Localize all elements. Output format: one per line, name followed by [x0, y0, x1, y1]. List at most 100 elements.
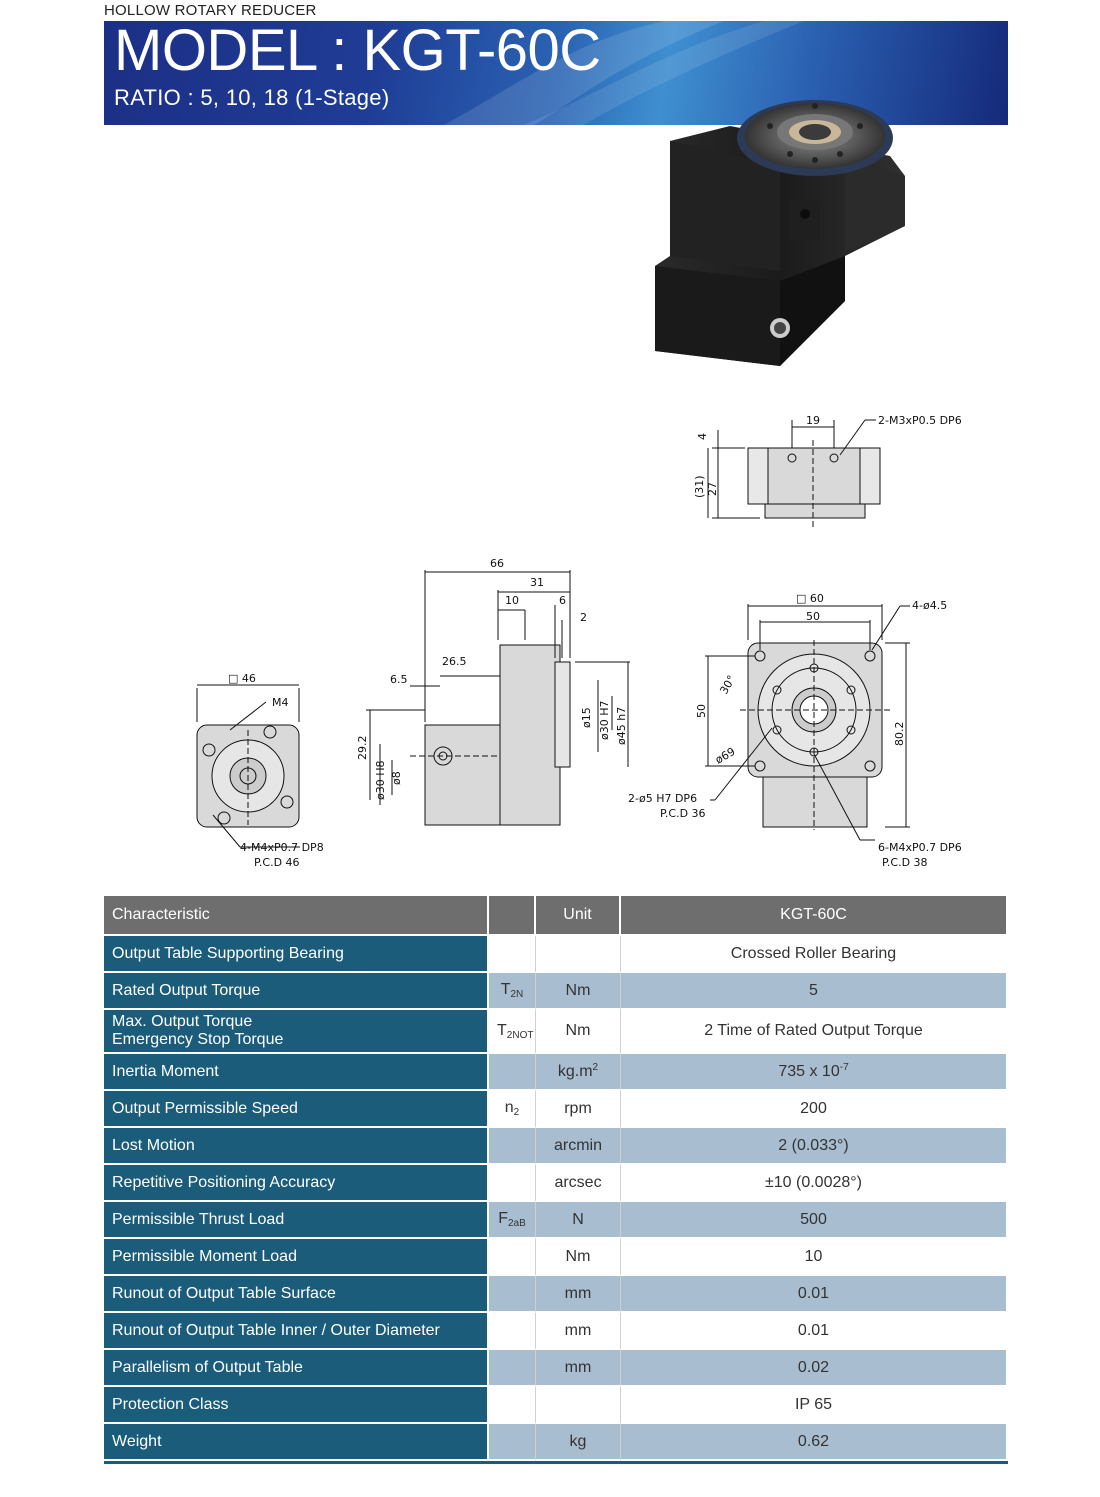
row-unit: kg.m2: [536, 1054, 621, 1091]
dim-taps-pcd: P.C.D 38: [882, 856, 928, 869]
row-symbol: F2aB: [489, 1202, 536, 1239]
row-unit: Nm: [536, 973, 621, 1010]
unit-text: Nm: [565, 1247, 591, 1265]
row-characteristic-line: Weight: [112, 1432, 162, 1450]
unit-text: arcmin: [553, 1136, 602, 1154]
row-symbol: [489, 1350, 536, 1387]
dim-h80-2: 80.2: [893, 722, 906, 747]
dim-31: (31): [693, 475, 706, 498]
value-text: ±10 (0.0028°): [764, 1173, 862, 1191]
row-characteristic-line: Protection Class: [112, 1395, 229, 1413]
table-row: Runout of Output Table Inner / Outer Dia…: [104, 1313, 1008, 1350]
dim-angle-30: 30°: [717, 673, 738, 696]
row-characteristic-line: Runout of Output Table Inner / Outer Dia…: [112, 1321, 440, 1339]
row-unit: mm: [536, 1350, 621, 1387]
value-text: 735 x 10: [778, 1063, 840, 1080]
unit-text: Nm: [565, 1022, 591, 1039]
dim-d45h7: ø45 h7: [615, 707, 628, 745]
value-text: 0.62: [797, 1432, 830, 1450]
dim-2: 2: [580, 611, 587, 624]
row-symbol: [489, 1313, 536, 1350]
row-characteristic-line: Permissible Thrust Load: [112, 1210, 285, 1228]
row-value: 200: [621, 1091, 1008, 1128]
symbol-subscript: 2NOT: [506, 1029, 534, 1041]
row-characteristic: Protection Class: [104, 1387, 489, 1424]
row-symbol: [489, 1276, 536, 1313]
row-value: ±10 (0.0028°): [621, 1165, 1008, 1202]
value-text: 200: [800, 1099, 827, 1117]
row-characteristic: Runout of Output Table Inner / Outer Dia…: [104, 1313, 489, 1350]
row-unit: arcsec: [536, 1165, 621, 1202]
unit-text: kg: [569, 1432, 587, 1450]
row-characteristic: Rated Output Torque: [104, 973, 489, 1010]
row-unit: mm: [536, 1313, 621, 1350]
symbol-text: n: [504, 1099, 514, 1116]
value-text: 0.01: [797, 1321, 830, 1339]
row-symbol: [489, 1424, 536, 1461]
row-characteristic-line: Repetitive Positioning Accuracy: [112, 1173, 336, 1191]
dim-w50: 50: [806, 610, 820, 623]
row-symbol: [489, 1054, 536, 1091]
unit-text: Nm: [565, 981, 591, 999]
row-characteristic-line: Permissible Moment Load: [112, 1247, 297, 1265]
row-value: 0.01: [621, 1276, 1008, 1313]
banner-decoration: [444, 21, 804, 125]
dim-29-2: 29.2: [356, 736, 369, 761]
row-value: 2 (0.033°): [621, 1128, 1008, 1165]
symbol-text: T: [497, 1021, 507, 1039]
dim-d15: ø15: [580, 707, 593, 728]
dim-10: 10: [505, 594, 519, 607]
row-symbol: [489, 1128, 536, 1165]
model-banner: MODEL : KGT-60C RATIO : 5, 10, 18 (1-Sta…: [104, 21, 1008, 125]
value-text: 0.01: [797, 1284, 830, 1302]
row-unit: Nm: [536, 1239, 621, 1276]
technical-drawings: 19 2-M3xP0.5 DP6 4 27 (31) □ 46 M4 4-M4x…: [196, 414, 962, 869]
row-unit: [536, 936, 621, 973]
dim-square-60: □ 60: [796, 592, 824, 605]
row-symbol: [489, 1165, 536, 1202]
value-text: 2 Time of Rated Output Torque: [704, 1022, 923, 1039]
row-symbol: [489, 936, 536, 973]
dim-26-5: 26.5: [442, 655, 467, 668]
model-title: MODEL : KGT-60C: [114, 21, 601, 83]
dim-31: 31: [530, 576, 544, 589]
dim-4: 4: [696, 433, 709, 440]
value-text: 500: [800, 1210, 827, 1228]
top-side-view: [707, 419, 881, 530]
ratio-line: RATIO : 5, 10, 18 (1-Stage): [114, 85, 390, 110]
dim-holes-4-5: 4-ø4.5: [912, 599, 947, 612]
product-photo: [655, 100, 905, 366]
row-characteristic: Inertia Moment: [104, 1054, 489, 1091]
table-bottom-rule: [104, 1461, 1008, 1464]
symbol-subscript: 2: [513, 1107, 520, 1118]
table-row: Lost Motion arcmin 2 (0.033°): [104, 1128, 1008, 1165]
row-characteristic-line: Output Table Supporting Bearing: [112, 944, 344, 962]
dim-square-46: □ 46: [228, 672, 256, 685]
row-characteristic-line2: Emergency Stop Torque: [112, 1031, 284, 1048]
header-model: KGT-60C: [621, 896, 1008, 936]
row-unit: rpm: [536, 1091, 621, 1128]
row-value: Crossed Roller Bearing: [621, 936, 1008, 973]
dim-taps: 6-M4xP0.7 DP6: [878, 841, 962, 854]
dim-pins-pcd: P.C.D 36: [660, 807, 706, 820]
unit-text: kg.m: [557, 1063, 593, 1080]
dim-thread: 2-M3xP0.5 DP6: [878, 414, 962, 427]
dim-pcd-46: P.C.D 46: [254, 856, 300, 869]
unit-text: arcsec: [554, 1173, 602, 1191]
row-characteristic: Lost Motion: [104, 1128, 489, 1165]
product-category: HOLLOW ROTARY REDUCER: [104, 2, 317, 19]
unit-text: mm: [564, 1284, 592, 1302]
value-text: 10: [804, 1247, 823, 1265]
symbol-text: F: [498, 1210, 508, 1227]
value-text: 0.02: [797, 1358, 830, 1376]
row-value: 735 x 10-7: [621, 1054, 1008, 1091]
dim-6: 6: [559, 594, 566, 607]
row-characteristic: Runout of Output Table Surface: [104, 1276, 489, 1313]
row-characteristic: Permissible Thrust Load: [104, 1202, 489, 1239]
top-view: [705, 604, 910, 841]
